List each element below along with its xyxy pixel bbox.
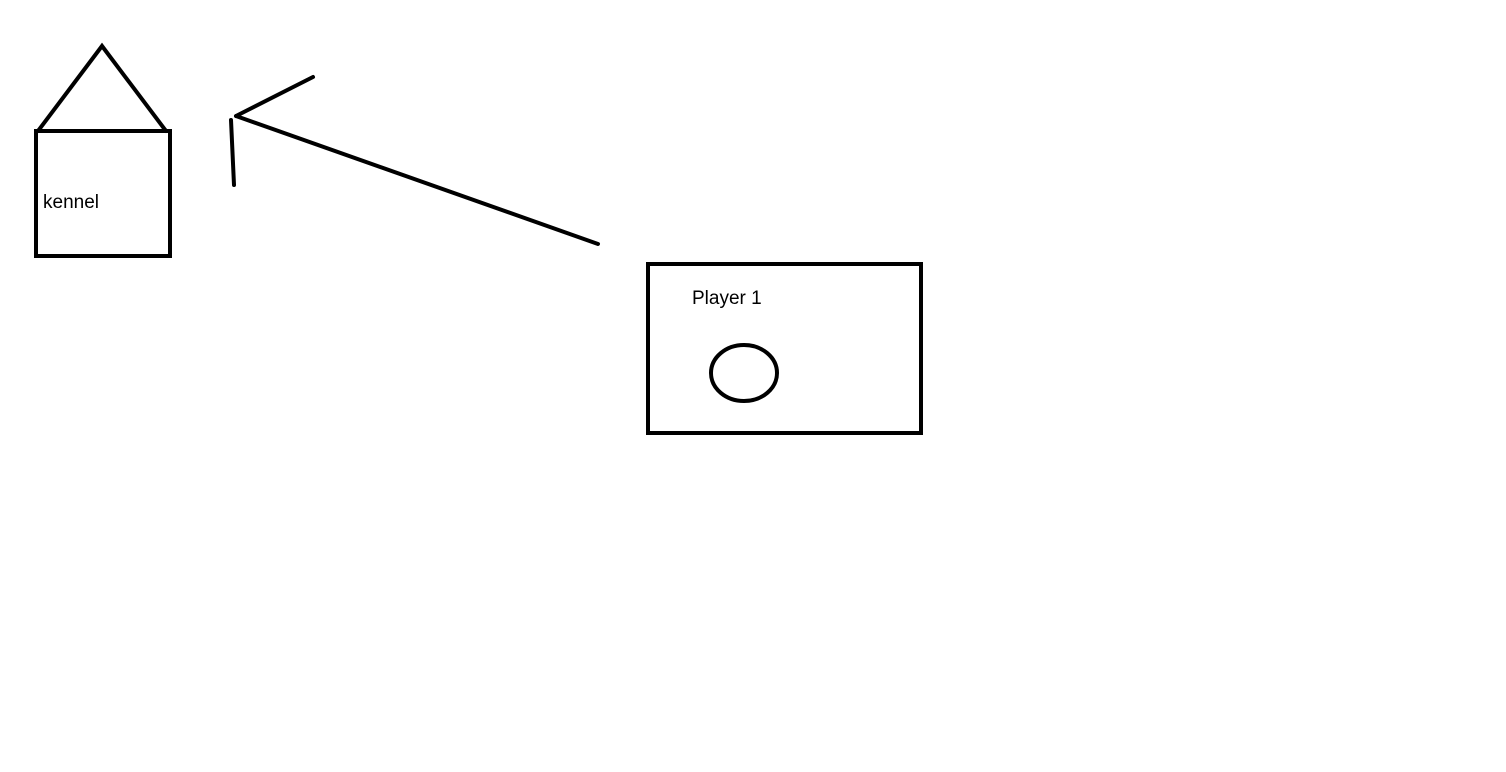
player <box>646 262 923 435</box>
player-box <box>646 262 923 435</box>
player-circle <box>709 343 779 403</box>
kennel <box>34 42 172 258</box>
arrow-shaft <box>234 114 600 246</box>
arrow-icon <box>229 75 600 246</box>
arrow-head-lower <box>229 118 236 187</box>
arrow-head-upper <box>234 75 315 118</box>
player-label: Player 1 <box>692 288 762 309</box>
kennel-roof <box>36 42 168 133</box>
kennel-label: kennel <box>43 192 99 213</box>
kennel-box <box>34 129 172 258</box>
